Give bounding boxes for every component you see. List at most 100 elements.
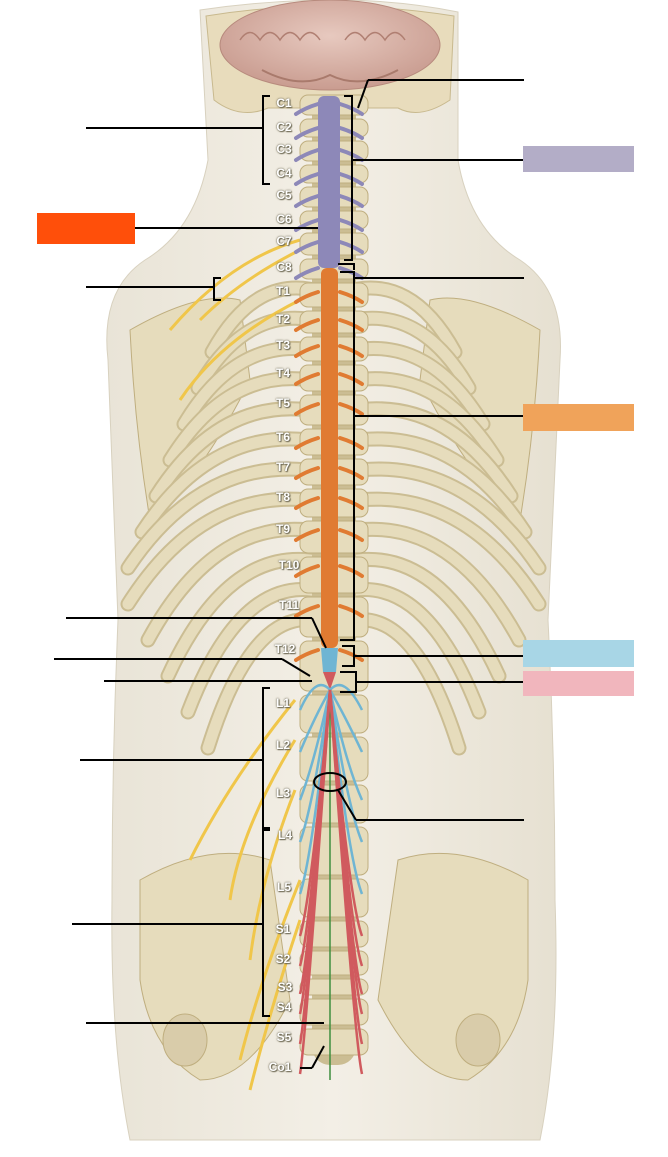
nerve-root-right — [338, 564, 364, 578]
cauda-equina-root-left — [298, 689, 332, 753]
rib-left — [162, 553, 328, 682]
cervical-cord — [318, 96, 340, 268]
rib-right — [339, 463, 545, 574]
rib-right — [339, 403, 517, 502]
vertebra-label-t3: T3 — [275, 338, 290, 352]
leader-line — [337, 789, 357, 821]
rib-left — [136, 433, 328, 538]
rib-left — [122, 463, 328, 574]
left-hip-joint — [162, 1013, 208, 1067]
vertebra-label-t1: T1 — [275, 284, 290, 298]
vertebra-label-l2: L2 — [275, 738, 290, 752]
nerve-root-left — [294, 194, 320, 208]
bracket — [262, 829, 270, 1017]
thoracic-cord — [321, 268, 338, 648]
bracket — [213, 277, 221, 301]
bracket — [338, 263, 355, 270]
vertebra-label-t7: T7 — [275, 460, 290, 474]
rib-right — [339, 433, 531, 538]
nerve-root-right — [338, 318, 364, 332]
nerve-root-left — [294, 496, 320, 510]
nerve-root-left — [294, 126, 320, 140]
vertebra-label-c2: C2 — [276, 120, 292, 134]
vertebra-label-c8: C8 — [276, 260, 292, 274]
nerve-root-right — [338, 528, 364, 542]
nerve-root-right — [338, 466, 364, 480]
vertebra-label-l1: L1 — [275, 696, 290, 710]
peripheral-nerve — [188, 699, 297, 861]
peripheral-nerve — [248, 789, 297, 961]
sacral-cord — [323, 672, 336, 690]
vertebra-label-c6: C6 — [276, 212, 292, 226]
nerve-root-right — [338, 648, 364, 662]
nerve-root-left — [294, 172, 320, 186]
nerve-root-left — [294, 240, 320, 254]
cauda-equina-root-right — [328, 689, 364, 753]
nerve-root-left — [294, 436, 320, 450]
vertebra-label-c1: C1 — [276, 96, 292, 110]
label-leader-lines — [54, 79, 524, 1069]
sacral-swatch — [523, 671, 634, 696]
filled-label-box — [37, 213, 135, 244]
spinal-nerve-roots — [294, 102, 364, 1075]
nerve-root-right — [338, 290, 364, 304]
leader-line — [357, 79, 369, 109]
nerve-root-left — [294, 148, 320, 162]
vertebra-label-t10: T10 — [278, 558, 300, 572]
leader-line — [311, 1045, 325, 1069]
bracket — [344, 95, 353, 261]
nerve-root-right — [338, 402, 364, 416]
rib-left — [142, 523, 328, 646]
vertebra-label-l4: L4 — [277, 828, 292, 842]
nerve-root-left — [294, 604, 320, 618]
rib-left — [122, 493, 328, 610]
nerve-root-left — [294, 528, 320, 542]
vertebra-label-t8: T8 — [275, 490, 290, 504]
nerve-root-left — [294, 564, 320, 578]
vertebra-label-s3: S3 — [277, 980, 293, 994]
nerve-root-left — [294, 466, 320, 480]
nerve-root-left — [294, 648, 320, 662]
nerve-root-left — [294, 372, 320, 386]
vertebra-label-c3: C3 — [276, 142, 292, 156]
vertebra-label-s2: S2 — [275, 952, 291, 966]
peripheral-nerve — [228, 739, 297, 901]
vertebra-label-l5: L5 — [276, 880, 291, 894]
right-hip-joint — [455, 1013, 501, 1067]
vertebra-label-t5: T5 — [275, 396, 290, 410]
nerve-root-left — [294, 102, 320, 116]
vertebra-label-l3: L3 — [275, 786, 290, 800]
cauda-equina-root-right — [329, 684, 364, 711]
bracket — [262, 95, 270, 185]
nerve-root-right — [338, 604, 364, 618]
skull — [205, 0, 455, 113]
rib-right — [339, 553, 505, 682]
rib-cage — [120, 280, 547, 756]
vertebra-label-t2: T2 — [275, 312, 290, 326]
leader-line — [281, 658, 311, 677]
leader-line — [311, 617, 327, 649]
bracket — [340, 271, 355, 641]
nerve-root-left — [294, 402, 320, 416]
vertebra-label-c7: C7 — [276, 234, 292, 248]
nerve-root-right — [338, 372, 364, 386]
nerve-root-right — [338, 496, 364, 510]
spinal-cord — [318, 96, 340, 1080]
vertebra-label-t11: T11 — [278, 598, 299, 612]
nerve-root-left — [294, 344, 320, 358]
bracket — [262, 687, 270, 829]
nerve-root-right — [338, 344, 364, 358]
thoracic-swatch — [523, 404, 634, 431]
rib-right — [339, 523, 525, 646]
nerve-root-left — [294, 318, 320, 332]
cauda-equina-root-right — [328, 689, 364, 1075]
peripheral-nerve — [168, 238, 301, 331]
cauda-equina-root-left — [298, 689, 332, 1075]
cervical-swatch — [523, 146, 634, 172]
vertebra-label-s1: S1 — [275, 922, 291, 936]
brain — [219, 0, 441, 91]
vertebra-label-t4: T4 — [275, 366, 290, 380]
peripheral-nerve — [248, 919, 302, 1091]
nerve-root-left — [294, 218, 320, 232]
